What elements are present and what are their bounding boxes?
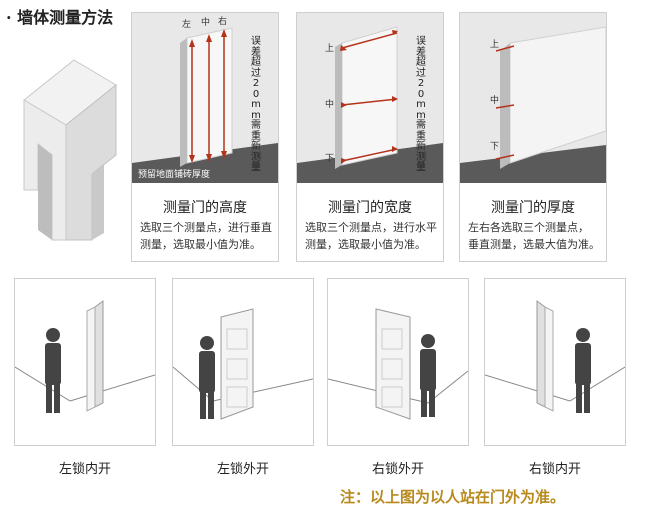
floor-tile-note: 预留地面铺砖厚度 <box>138 170 211 180</box>
door-type-label: 左锁外开 <box>216 462 269 477</box>
card-desc-height: 选取三个测量点，进行垂直 测量，选取最小值为准。 <box>140 221 272 251</box>
card-title-width: 测量门的宽度 <box>328 200 412 216</box>
point-label-top: 上 <box>490 40 500 50</box>
point-label-bottom: 下 <box>490 142 500 152</box>
door-type-label: 右锁外开 <box>371 462 424 477</box>
door-panel-left-lock-inward <box>14 278 156 446</box>
card-desc-thickness: 左右各选取三个测量点， 垂直测量，选最大值为准。 <box>468 221 600 251</box>
measure-height-diagram <box>132 13 278 183</box>
door-illustration <box>484 300 626 413</box>
door-illustration <box>14 300 156 413</box>
measure-thickness-diagram <box>460 13 606 183</box>
point-label-left: 左 <box>182 20 192 30</box>
point-label-middle: 中 <box>325 100 335 110</box>
card-desc-width: 选取三个测量点，进行水平 测量，选取最小值为准。 <box>305 221 437 251</box>
point-label-right: 右 <box>218 17 228 27</box>
door-panel-left-lock-outward <box>172 278 314 446</box>
card-title-thickness: 测量门的厚度 <box>491 200 575 216</box>
page-title: · 墙体测量方法 <box>6 8 114 27</box>
wall-illustration <box>23 59 117 241</box>
point-label-top: 上 <box>325 44 335 54</box>
footer-note: 注：以上图为以人站在门外为准。 <box>340 488 566 506</box>
point-label-bottom: 下 <box>325 154 335 164</box>
door-illustration <box>327 308 469 420</box>
door-type-label: 右锁内开 <box>528 462 581 477</box>
measure-thickness-card: 上 中 下 测量门的厚度 左右各选取三个测量点， 垂直测量，选最大值为准。 <box>459 12 607 262</box>
point-label-middle: 中 <box>201 18 211 28</box>
door-panel-right-lock-inward <box>484 278 626 446</box>
measure-width-diagram <box>297 13 443 183</box>
door-panel-right-lock-outward <box>327 278 469 446</box>
door-illustration <box>172 308 314 420</box>
point-label-middle: 中 <box>490 96 500 106</box>
card-title-height: 测量门的高度 <box>163 200 247 216</box>
door-type-label: 左锁内开 <box>58 462 111 477</box>
